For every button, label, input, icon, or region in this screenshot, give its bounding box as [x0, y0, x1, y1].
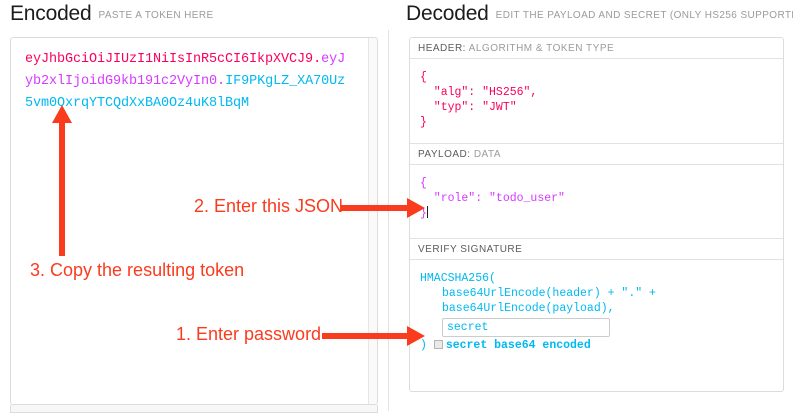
secret-base64-checkbox[interactable]: [433, 340, 443, 349]
payload-json-editor[interactable]: { "role": "todo_user" }: [410, 165, 783, 238]
annotation-step-3: 3. Copy the resulting token: [30, 260, 245, 280]
secret-input[interactable]: [442, 318, 610, 337]
hmac-line-2: base64UrlEncode(header) + "." +: [442, 287, 656, 300]
header-section-label-rest: ALGORITHM & TOKEN TYPE: [465, 43, 615, 54]
annotation-step-2: 2. Enter this JSON: [194, 196, 344, 216]
header-json-editor[interactable]: { "alg": "HS256", "typ": "JWT" }: [410, 59, 783, 143]
signature-section-label-strong: VERIFY SIGNATURE: [418, 244, 523, 255]
column-divider: [388, 30, 389, 411]
hmac-line-1: HMACSHA256(: [420, 272, 496, 285]
jwt-token-text[interactable]: eyJhbGciOiJIUzI1NiIsInR5cCI6IkpXVCJ9.eyJ…: [25, 49, 353, 115]
token-separator-2: .: [217, 74, 226, 89]
encoded-subtitle: PASTE A TOKEN HERE: [98, 10, 214, 21]
annotation-step-1: 1. Enter password: [176, 324, 322, 344]
header-json-content: { "alg": "HS256", "typ": "JWT" }: [420, 71, 538, 129]
annotation-arrow-2: [340, 198, 425, 218]
hmac-line-3: base64UrlEncode(payload),: [442, 302, 615, 315]
secret-base64-label[interactable]: secret base64 encoded: [445, 339, 591, 352]
header-section-label: HEADER: ALGORITHM & TOKEN TYPE: [410, 38, 783, 59]
encoded-title: Encoded: [10, 2, 92, 25]
annotation-arrow-3: [52, 105, 72, 256]
payload-section-label: PAYLOAD: DATA: [410, 144, 783, 165]
encoded-panel-scrollbar[interactable]: [368, 38, 377, 404]
token-separator-1: .: [313, 52, 322, 67]
hmac-close-line: ) secret base64 encoded: [420, 338, 783, 353]
decoded-column-heading: Decoded EDIT THE PAYLOAD AND SECRET (ONLY…: [406, 2, 793, 26]
text-caret: [426, 206, 428, 218]
payload-section-label-rest: DATA: [470, 149, 502, 160]
decoded-title: Decoded: [406, 2, 489, 25]
signature-editor: HMACSHA256( base64UrlEncode(header) + "."…: [410, 260, 783, 370]
header-section-label-strong: HEADER:: [418, 43, 466, 54]
encoded-panel-footer: [10, 405, 378, 413]
signature-section-label: VERIFY SIGNATURE: [410, 239, 783, 260]
section-divider-1: [410, 143, 783, 144]
decoded-subtitle: EDIT THE PAYLOAD AND SECRET (ONLY HS256 …: [495, 10, 793, 21]
token-header-segment: eyJhbGciOiJIUzI1NiIsInR5cCI6IkpXVCJ9: [25, 52, 314, 67]
token-signature-segment: IF9PKgLZ_XA70Uz5vm0OxrqYTCQdXxBA0Oz4uK8l…: [25, 74, 346, 111]
encoded-token-textarea[interactable]: eyJhbGciOiJIUzI1NiIsInR5cCI6IkpXVCJ9.eyJ…: [10, 37, 378, 405]
secret-input-wrapper: [442, 318, 783, 337]
payload-json-content: { "role": "todo_user" }: [420, 177, 565, 220]
payload-section-label-strong: PAYLOAD:: [418, 149, 471, 160]
token-payload-segment: eyJyb2xlIjoidG9kb191c2VyIn0: [25, 52, 346, 89]
annotation-arrow-1: [322, 326, 425, 346]
section-divider-2: [410, 238, 783, 239]
decoded-panel: HEADER: ALGORITHM & TOKEN TYPE { "alg": …: [409, 37, 784, 392]
encoded-column-heading: Encoded PASTE A TOKEN HERE: [10, 2, 214, 26]
